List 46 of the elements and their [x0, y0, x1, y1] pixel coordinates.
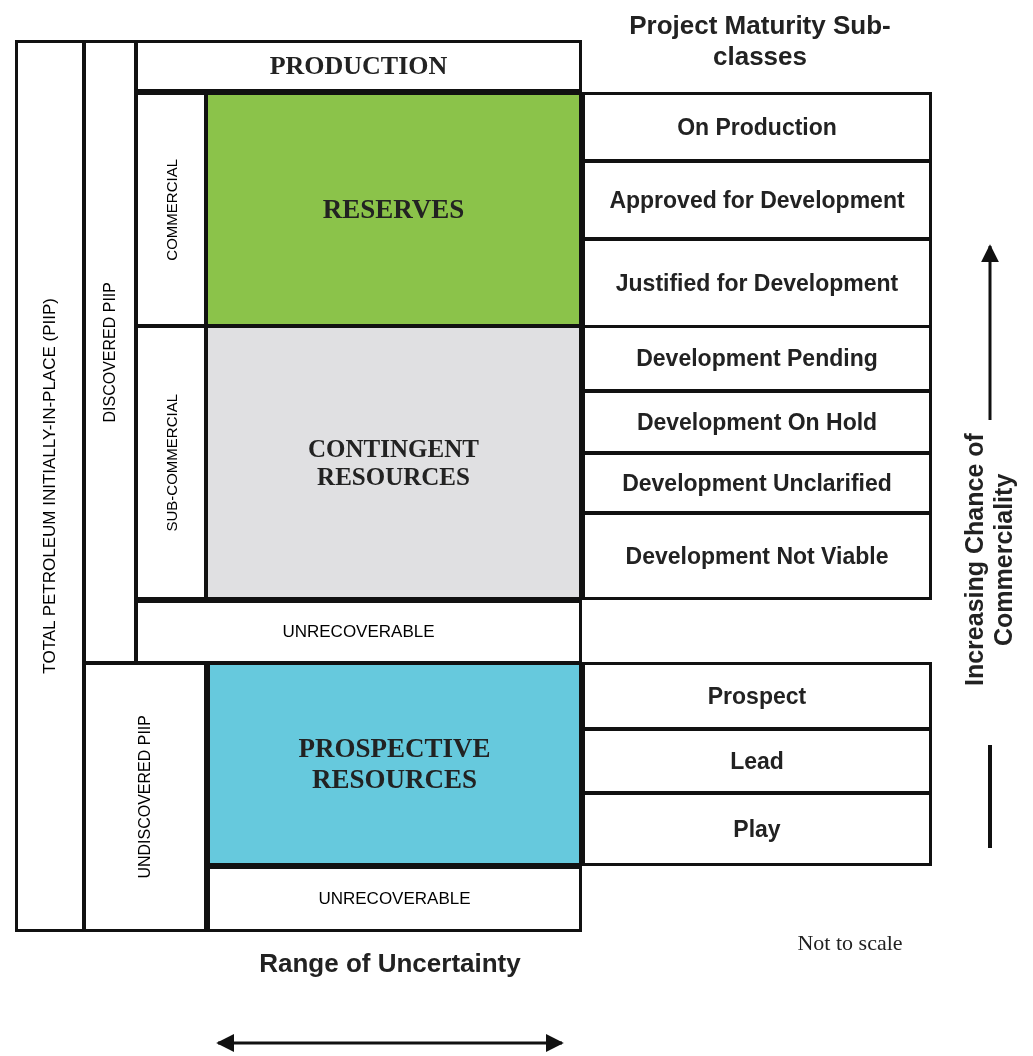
band: [15, 40, 85, 932]
box-label: Justified for Development: [615, 269, 899, 297]
column-heading: Project Maturity Sub-classes: [628, 10, 892, 72]
class-box: [207, 662, 582, 866]
box-label: Development Unclarified: [622, 469, 892, 497]
vertical-label: TOTAL PETROLEUM INITIALLY-IN-PLACE (PIIP): [40, 298, 60, 674]
band: [83, 40, 137, 664]
vertical-label: DISCOVERED PIIP: [101, 281, 119, 423]
box-label: Play: [733, 815, 781, 843]
subclass-box: [582, 92, 932, 162]
subclass-box: [582, 728, 932, 794]
vertical-label: UNDISCOVERED PIIP: [136, 715, 154, 879]
box-label: CONTINGENT RESOURCES: [307, 434, 480, 491]
subclass-box: [582, 390, 932, 454]
subclass-box: [582, 792, 932, 866]
axis-label: Increasing Chance of Commerciality: [960, 432, 1018, 689]
box-label: Development Not Viable: [625, 542, 889, 570]
box-label: Development Pending: [636, 345, 878, 372]
box-label: Prospect: [707, 682, 807, 710]
class-box: [205, 92, 582, 327]
subclass-box: [582, 160, 932, 240]
note: Not to scale: [796, 930, 904, 956]
band: [83, 662, 207, 932]
box-label: RESERVES: [322, 194, 465, 225]
box-label: UNRECOVERABLE: [282, 622, 435, 642]
vertical-label: COMMERCIAL: [162, 158, 180, 261]
subclass-box: [582, 512, 932, 600]
subclass-box: [582, 662, 932, 730]
vertical-label: SUB-COMMERCIAL: [162, 393, 180, 532]
box-label: On Production: [677, 113, 837, 141]
category-box: [135, 40, 582, 92]
box-label: Development On Hold: [636, 408, 878, 436]
box-label: PROSPECTIVE RESOURCES: [297, 733, 492, 795]
box-label: PRODUCTION: [269, 51, 448, 81]
subclass-box: [582, 325, 932, 392]
band: [135, 92, 207, 327]
subclass-box: [582, 452, 932, 514]
box-label: UNRECOVERABLE: [318, 889, 471, 909]
box-label: Lead: [730, 747, 784, 775]
subclass-box: [582, 238, 932, 328]
band: [135, 325, 207, 600]
box-label: Approved for Development: [609, 186, 905, 214]
axis-label: Range of Uncertainty: [258, 948, 522, 979]
category-box: [207, 866, 582, 932]
class-box: [205, 325, 582, 600]
category-box: [135, 600, 582, 664]
